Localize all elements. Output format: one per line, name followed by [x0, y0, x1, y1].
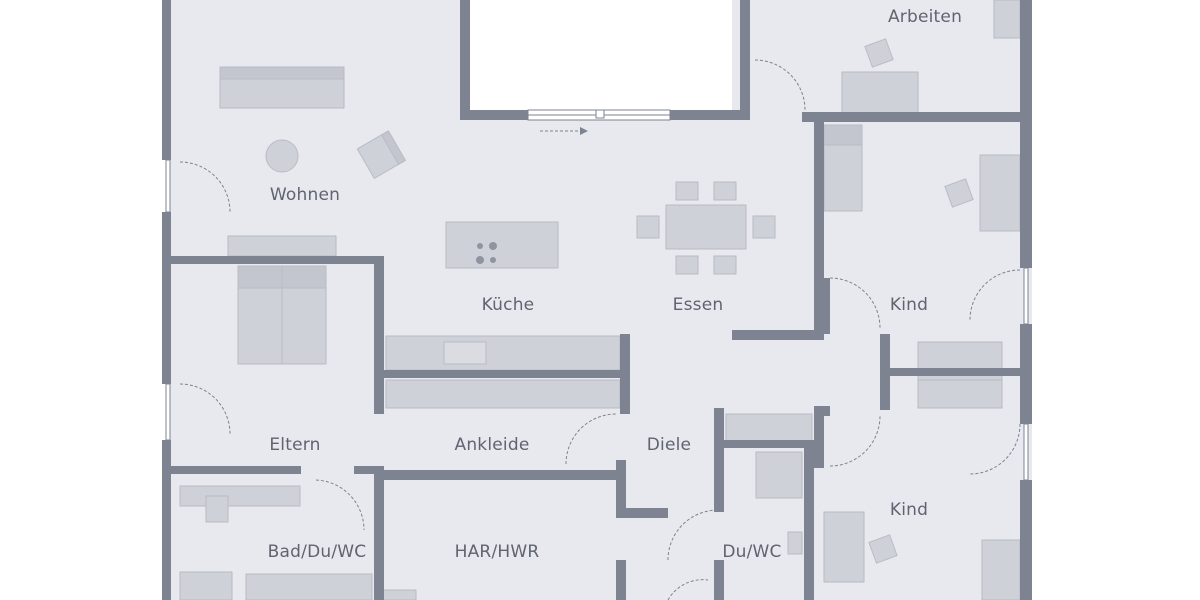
room-label-ankleide: Ankleide — [454, 435, 530, 455]
room-label-eltern: Eltern — [269, 435, 321, 455]
room-label-kind-2: Kind — [889, 500, 929, 520]
room-label-du-wc: Du/WC — [722, 542, 782, 562]
terrace-window — [527, 109, 671, 121]
bathtub — [245, 573, 373, 600]
desk-kind-2 — [823, 511, 865, 583]
stove — [476, 242, 497, 264]
vanity — [179, 485, 301, 507]
office-chair — [864, 38, 894, 68]
shower — [755, 451, 803, 499]
armchair — [356, 130, 407, 180]
room-label-har: HAR/HWR — [454, 542, 540, 562]
side-table — [265, 139, 299, 173]
room-label-arbeiten: Arbeiten — [887, 7, 963, 27]
tv-board — [227, 235, 337, 257]
bed-kind-2 — [981, 539, 1021, 600]
dining-table — [665, 204, 747, 250]
furniture — [179, 0, 1021, 600]
desk — [841, 71, 919, 115]
room-label-diele: Diele — [646, 435, 692, 455]
sink — [443, 341, 487, 365]
kitchen-island — [445, 221, 559, 269]
room-label-kind-1: Kind — [889, 295, 929, 315]
room-label-kueche: Küche — [481, 295, 535, 315]
door-swings — [179, 59, 1021, 600]
closet-diele — [725, 413, 813, 443]
walls — [162, 0, 1032, 600]
desk-kind-1 — [979, 154, 1021, 232]
room-label-wohnen: Wohnen — [269, 185, 341, 205]
arrow-icon — [580, 127, 588, 135]
room-label-essen: Essen — [672, 295, 724, 315]
shelf — [993, 0, 1021, 39]
kitchen-counter — [385, 335, 621, 371]
wardrobe-ankleide — [385, 379, 621, 409]
room-label-bad: Bad/Du/WC — [267, 542, 367, 562]
